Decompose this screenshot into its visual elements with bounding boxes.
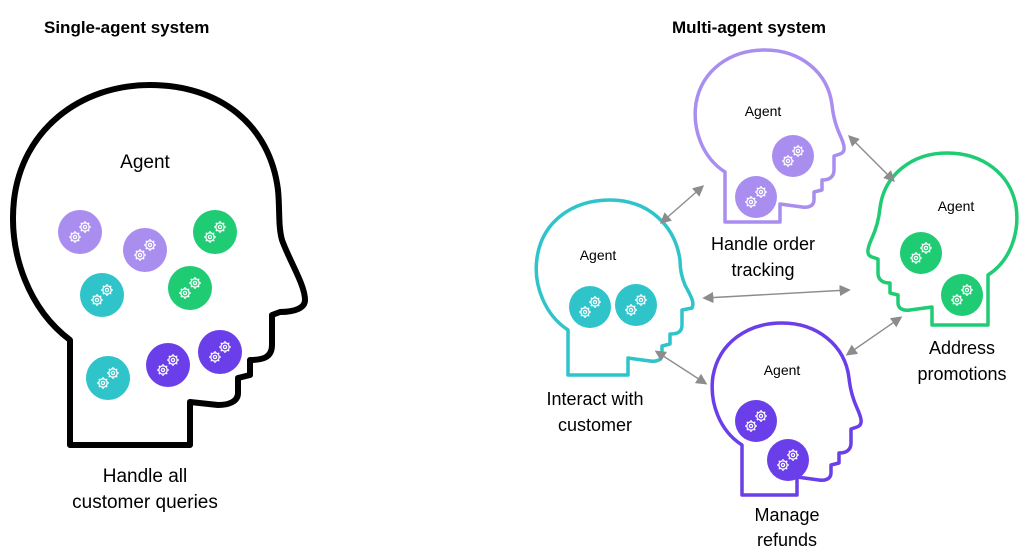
promotions-caption-line1: Address	[929, 338, 995, 358]
interact-caption-line2: customer	[558, 415, 632, 435]
single-agent-caption-line2: customer queries	[72, 492, 218, 513]
gear-pair-icon	[767, 439, 809, 481]
gear-pair-icon	[569, 286, 611, 328]
head-outline-icon	[710, 321, 863, 497]
gear-pair-icon	[168, 266, 212, 310]
gear-pair-icon	[80, 273, 124, 317]
double-arrow-icon	[654, 350, 708, 385]
promotions-caption-line2: promotions	[917, 364, 1006, 384]
promotions-agent-label: Agent	[938, 198, 975, 214]
refunds-agent-label: Agent	[764, 362, 801, 378]
gear-pair-icon	[123, 228, 167, 272]
double-arrow-icon	[845, 316, 903, 356]
single-agent-title: Single-agent system	[44, 18, 209, 37]
gear-pair-icon	[615, 284, 657, 326]
double-arrow-icon	[702, 284, 851, 304]
gear-pair-icon	[198, 330, 242, 374]
head-outline-icon	[693, 48, 846, 224]
connection-arrows	[654, 135, 903, 385]
double-arrow-icon	[659, 185, 705, 224]
gear-pair-icon	[900, 232, 942, 274]
gear-pair-icon	[772, 135, 814, 177]
head-outline-icon	[534, 198, 695, 377]
gear-pair-icon	[735, 176, 777, 218]
agent-interact-with-customer: Agent Interact with customer	[534, 198, 695, 435]
gear-pair-icon	[193, 210, 237, 254]
interact-agent-label: Agent	[580, 247, 617, 263]
gear-pair-icon	[735, 400, 777, 442]
agent-manage-refunds: Agent Manage refunds	[710, 321, 863, 550]
gear-pair-icon	[58, 210, 102, 254]
gear-pair-icon	[146, 343, 190, 387]
head-outline-icon	[10, 82, 308, 448]
tracking-agent-label: Agent	[745, 103, 782, 119]
interact-caption-line1: Interact with	[546, 389, 643, 409]
tracking-caption-line1: Handle order	[711, 234, 815, 254]
gear-pair-icon	[941, 274, 983, 316]
double-arrow-icon	[848, 135, 895, 182]
single-agent-head: Agent Handle all customer queries	[10, 82, 308, 513]
head-outline-icon	[866, 151, 1019, 327]
gear-pair-icon	[86, 356, 130, 400]
refunds-caption-line1: Manage	[754, 505, 819, 525]
agent-handle-order-tracking: Agent Handle order tracking	[693, 48, 846, 280]
tracking-caption-line2: tracking	[731, 260, 794, 280]
multi-agent-title: Multi-agent system	[672, 18, 826, 37]
single-agent-caption-line1: Handle all	[103, 466, 188, 487]
single-agent-head-label: Agent	[120, 152, 170, 173]
refunds-caption-line2: refunds	[757, 530, 817, 550]
agent-address-promotions: Agent Address promotions	[866, 151, 1019, 384]
